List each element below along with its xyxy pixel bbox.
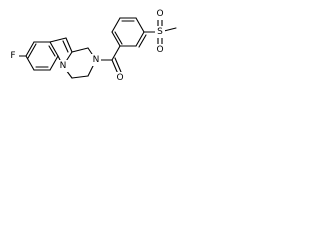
bond xyxy=(114,31,123,45)
bond xyxy=(48,45,56,57)
atom-S: S xyxy=(155,26,165,38)
atom-label-N-indole: N xyxy=(60,61,67,71)
atom-label-O-sulfonyl-2: O xyxy=(156,45,163,55)
atom-O-sulfonyl-bottom: O xyxy=(155,44,165,55)
atom-label-O-carbonyl: O xyxy=(116,73,123,83)
atom-N-amide: N xyxy=(91,54,101,66)
atom-label-N-amide: N xyxy=(93,55,100,65)
bond xyxy=(27,43,37,59)
bond xyxy=(49,55,59,71)
atom-label-S: S xyxy=(157,27,163,37)
bond xyxy=(71,47,89,53)
bond xyxy=(62,40,69,53)
bond xyxy=(49,41,59,57)
bond xyxy=(111,31,121,47)
bond xyxy=(138,34,147,48)
bonds xyxy=(15,17,177,79)
atom-label-O-sulfonyl-1: O xyxy=(156,9,163,19)
atom-label-F: F xyxy=(10,51,15,61)
bond xyxy=(111,17,121,33)
bond xyxy=(71,75,89,79)
bond xyxy=(49,37,67,43)
bond xyxy=(65,37,73,53)
bond xyxy=(25,41,35,57)
chemical-structure: F N N O S O O xyxy=(9,9,177,84)
bond xyxy=(135,17,145,33)
bond xyxy=(111,59,119,75)
bond xyxy=(135,31,145,47)
atom-F: F xyxy=(9,50,19,62)
atom-O-sulfonyl-top: O xyxy=(155,9,165,20)
atom-N-indole: N xyxy=(58,60,68,72)
bond xyxy=(25,55,35,71)
bond xyxy=(114,57,122,73)
bond xyxy=(111,45,121,61)
atom-O-carbonyl: O xyxy=(115,72,125,84)
